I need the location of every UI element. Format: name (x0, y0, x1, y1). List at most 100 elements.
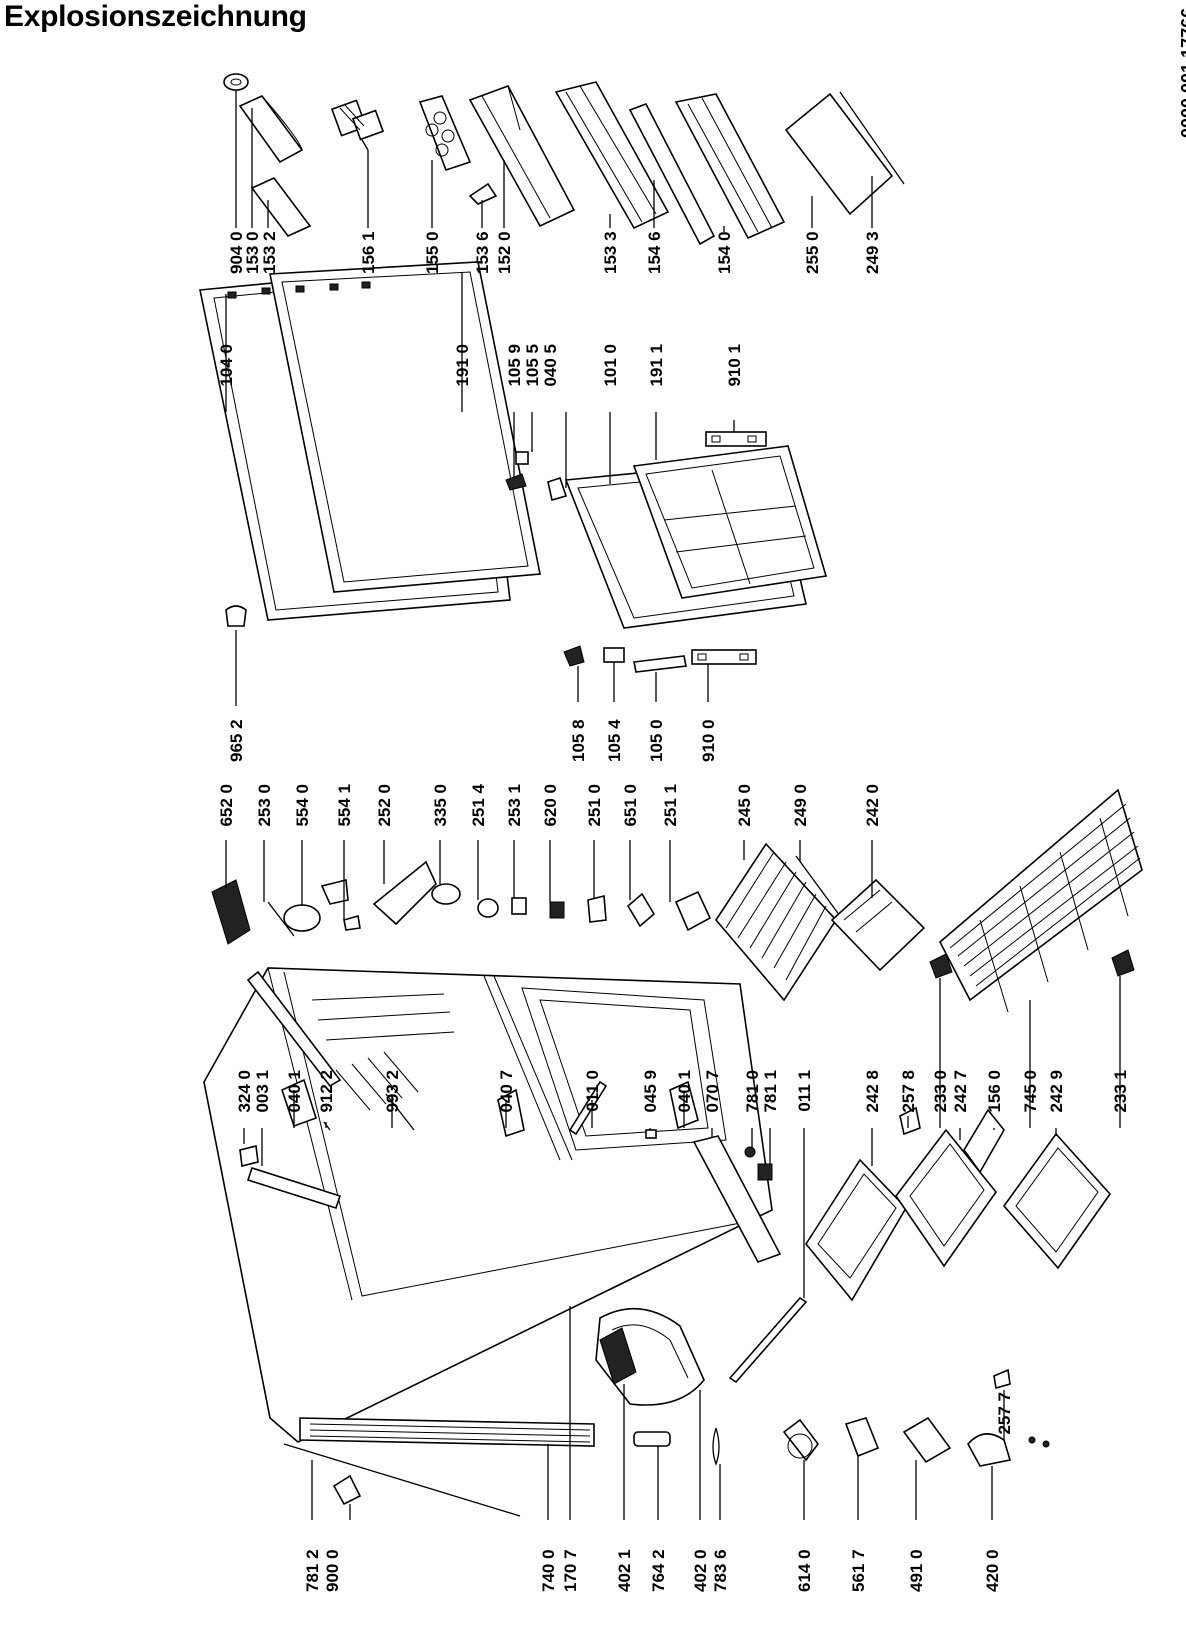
callout-label: 105 8 (569, 719, 588, 762)
part-040-5 (547, 476, 568, 502)
part-652-0 (211, 879, 251, 945)
part-253-0 (267, 901, 295, 937)
part-105-8 (563, 645, 585, 667)
door-shelf-153-3 (554, 81, 670, 230)
callout-label: 242 7 (951, 1070, 970, 1113)
part-912-2 (323, 1121, 331, 1131)
callout-label: 104 0 (217, 344, 236, 387)
callout-label: 249 0 (791, 784, 810, 827)
hinge-910-0 (691, 649, 757, 665)
strip-003-1 (246, 1166, 342, 1210)
wire-shelf-245-0 (715, 842, 838, 1002)
callout-label: 152 0 (495, 231, 514, 274)
callout-label: 105 9 (505, 344, 524, 387)
callout-label: 245 0 (735, 784, 754, 827)
callout-label: 191 1 (647, 344, 666, 387)
callout-label: 900 0 (323, 1549, 342, 1592)
callout-label: 253 1 (505, 784, 524, 827)
callout-label: 614 0 (795, 1549, 814, 1592)
part-156-0 (963, 1108, 1005, 1174)
part-251-1 (674, 890, 712, 932)
callout-label: 040 1 (675, 1070, 694, 1113)
callout-label: 745 0 (1021, 1070, 1040, 1113)
container-153-2 (250, 177, 312, 237)
tube-781-2 (283, 1443, 521, 1517)
hinge-910-1 (705, 431, 767, 447)
callout-label: 257 8 (899, 1070, 918, 1113)
part-257-8 (899, 1106, 921, 1136)
condenser-740-0 (299, 1417, 595, 1447)
callout-label: 170 7 (561, 1549, 580, 1592)
callout-label: 253 0 (255, 784, 274, 827)
relay-402-1 (599, 1327, 637, 1385)
gasket-191-0 (269, 261, 541, 593)
callout-label: 003 1 (253, 1070, 272, 1113)
part-420-0 (967, 1433, 1012, 1467)
callout-label: 191 0 (453, 344, 472, 387)
callout-label: 554 0 (293, 784, 312, 827)
callout-label: 242 9 (1047, 1070, 1066, 1113)
part-561-7 (844, 1417, 880, 1458)
hinge-040-1-upper (281, 1078, 317, 1128)
egg-tray-155-0 (418, 95, 472, 172)
part-651-0 (626, 892, 656, 928)
callout-label: 251 1 (661, 784, 680, 827)
callout-label: 154 6 (645, 231, 664, 274)
callout-label: 764 2 (649, 1549, 668, 1592)
trim-249-3 (839, 91, 905, 185)
callout-label: 402 0 (691, 1549, 710, 1592)
callout-label: 335 0 (431, 784, 450, 827)
part-554-0 (283, 904, 321, 932)
gasket-191-1 (632, 445, 828, 599)
callout-label: 910 1 (725, 344, 744, 387)
clip-900-0 (332, 1474, 362, 1506)
pipe-783-6 (712, 1427, 720, 1466)
callout-label: 242 8 (863, 1070, 882, 1113)
callout-label: 781 2 (303, 1549, 322, 1592)
callout-label: 912 2 (317, 1070, 336, 1113)
drawer-242-0 (830, 878, 926, 972)
cabinet-group (203, 967, 808, 1517)
drawers-group (805, 788, 1143, 1390)
callout-label: 251 4 (469, 783, 488, 826)
part-105-4 (603, 647, 625, 663)
callout-label: 652 0 (217, 784, 236, 827)
callout-label: 153 3 (601, 231, 620, 274)
bottle-shelf-154-0 (674, 93, 786, 240)
part-233-1 (1111, 949, 1135, 977)
callout-label: 011 0 (583, 1070, 602, 1112)
door-accessories-group (223, 73, 905, 246)
part-253-1 (511, 897, 527, 915)
part-105-9 (505, 473, 527, 491)
part-324-0 (239, 1145, 259, 1167)
part-156-1b (351, 109, 385, 141)
callout-label: 105 5 (523, 344, 542, 387)
callout-label: 045 9 (641, 1070, 660, 1113)
callout-label: 040 5 (541, 344, 560, 387)
page-title: Explosionszeichnung (4, 0, 307, 33)
door-shelf-152-0 (468, 85, 576, 228)
callout-label: 420 0 (983, 1549, 1002, 1592)
trim-249-0 (795, 855, 841, 917)
part-554-1 (343, 914, 361, 931)
callout-label: 252 0 (375, 784, 394, 827)
callout-label: 740 0 (539, 1549, 558, 1592)
callout-label: 249 3 (863, 231, 882, 274)
part-781-0 (744, 1146, 756, 1158)
doors-group (199, 261, 828, 673)
callout-label: 153 6 (473, 231, 492, 274)
callout-label: 070 7 (703, 1070, 722, 1113)
rail-011-1 (728, 1296, 808, 1384)
glass-shelf-255-0 (784, 92, 894, 216)
callout-label: 101 0 (601, 344, 620, 387)
callout-label: 965 2 (227, 719, 246, 762)
part-045-9 (645, 1129, 657, 1139)
callout-label: 156 1 (359, 231, 378, 274)
part-105-5 (515, 451, 529, 465)
callout-label: 910 0 (699, 719, 718, 762)
callout-label: 324 0 (235, 1070, 254, 1113)
part-040-7 (497, 1088, 525, 1138)
electrical-group (782, 1416, 1050, 1467)
callout-label: 904 0 (227, 231, 246, 274)
callout-label: 153 2 (260, 231, 279, 274)
